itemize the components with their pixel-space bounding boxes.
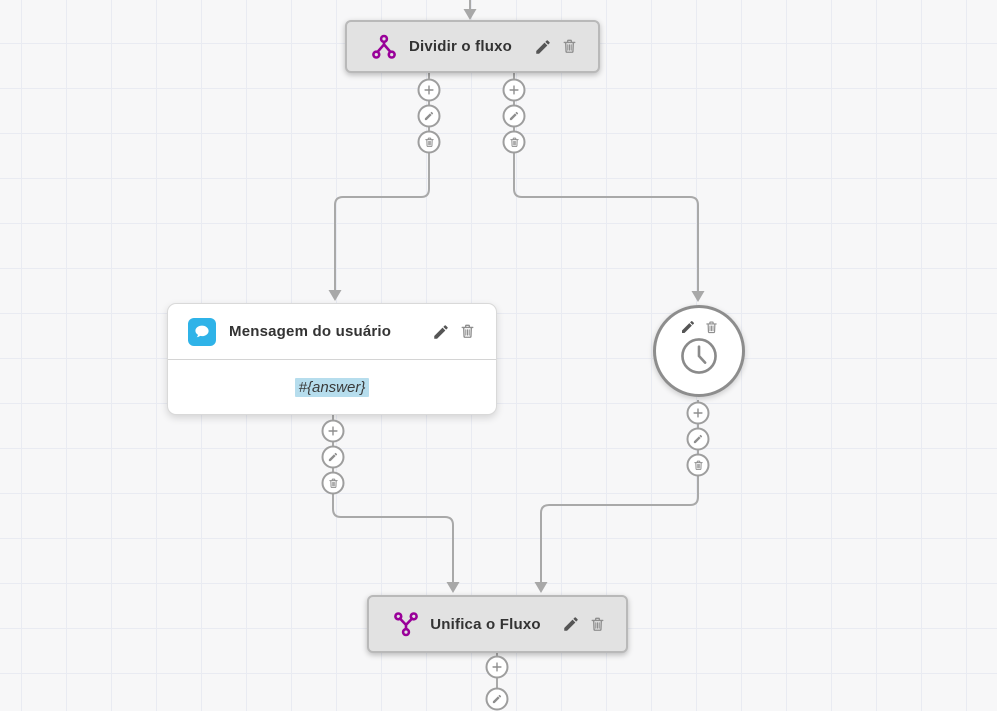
- trash-icon: [692, 459, 704, 471]
- arrowhead-into-merge-right: [534, 582, 548, 593]
- edit-icon[interactable]: [680, 319, 696, 335]
- user-message-title: Mensagem do usuário: [229, 323, 392, 340]
- add-step-button[interactable]: [321, 419, 345, 443]
- add-step-button[interactable]: [502, 78, 526, 102]
- arrowhead-into-merge-left: [446, 582, 460, 593]
- delete-connection-button[interactable]: [502, 130, 526, 154]
- node-merge-label: Unifica o Fluxo: [430, 615, 541, 633]
- trash-icon: [327, 477, 339, 489]
- arrowhead-into-timer: [691, 291, 705, 302]
- add-step-button[interactable]: [686, 401, 710, 425]
- plus-icon: [327, 425, 340, 438]
- flow-connectors: [328, 0, 705, 691]
- plus-icon: [423, 84, 436, 97]
- trash-icon[interactable]: [561, 38, 578, 55]
- edit-connection-button[interactable]: [502, 104, 526, 128]
- trash-icon[interactable]: [704, 320, 719, 335]
- user-message-body: #{answer}: [168, 360, 496, 415]
- trash-icon: [423, 136, 435, 148]
- node-merge-flow[interactable]: Unifica o Fluxo: [367, 595, 628, 653]
- plus-icon: [692, 407, 705, 420]
- connector-split-to-message: [334, 73, 430, 291]
- edit-icon[interactable]: [562, 615, 580, 633]
- connector-split-to-timer: [513, 73, 699, 292]
- arrowhead-into-split: [463, 9, 477, 20]
- edit-connection-button[interactable]: [686, 427, 710, 451]
- split-flow-icon: [371, 34, 397, 60]
- trash-icon: [508, 136, 520, 148]
- delete-connection-button[interactable]: [686, 453, 710, 477]
- timer-actions: [680, 319, 719, 335]
- pencil-icon: [492, 694, 503, 705]
- pencil-icon: [424, 111, 435, 122]
- delete-connection-button[interactable]: [417, 130, 441, 154]
- add-step-button[interactable]: [417, 78, 441, 102]
- node-user-message[interactable]: Mensagem do usuário #{answer}: [167, 303, 497, 415]
- pencil-icon: [328, 452, 339, 463]
- plus-icon: [508, 84, 521, 97]
- merge-flow-icon: [393, 611, 419, 637]
- user-message-header: Mensagem do usuário: [168, 304, 496, 360]
- edit-icon[interactable]: [432, 323, 450, 341]
- connector-timer-to-merge: [540, 400, 699, 583]
- clock-icon: [679, 336, 719, 376]
- node-split-flow[interactable]: Dividir o fluxo: [345, 20, 600, 73]
- arrowhead-into-message: [328, 290, 342, 301]
- edit-icon[interactable]: [534, 38, 552, 56]
- edit-connection-button[interactable]: [321, 445, 345, 469]
- chat-bubble-glyph: [193, 323, 211, 341]
- node-split-label: Dividir o fluxo: [408, 38, 512, 55]
- pencil-icon: [693, 434, 704, 445]
- connector-message-to-merge: [332, 415, 454, 583]
- add-step-button[interactable]: [485, 655, 509, 679]
- pencil-icon: [509, 111, 520, 122]
- trash-icon[interactable]: [459, 323, 476, 340]
- variable-chip: #{answer}: [294, 378, 370, 397]
- node-timer[interactable]: [653, 305, 745, 397]
- trash-icon[interactable]: [589, 616, 606, 633]
- delete-connection-button[interactable]: [321, 471, 345, 495]
- edit-connection-button[interactable]: [417, 104, 441, 128]
- arrowheads: [328, 9, 705, 593]
- plus-icon: [491, 661, 504, 674]
- chat-bubble-icon: [188, 317, 216, 346]
